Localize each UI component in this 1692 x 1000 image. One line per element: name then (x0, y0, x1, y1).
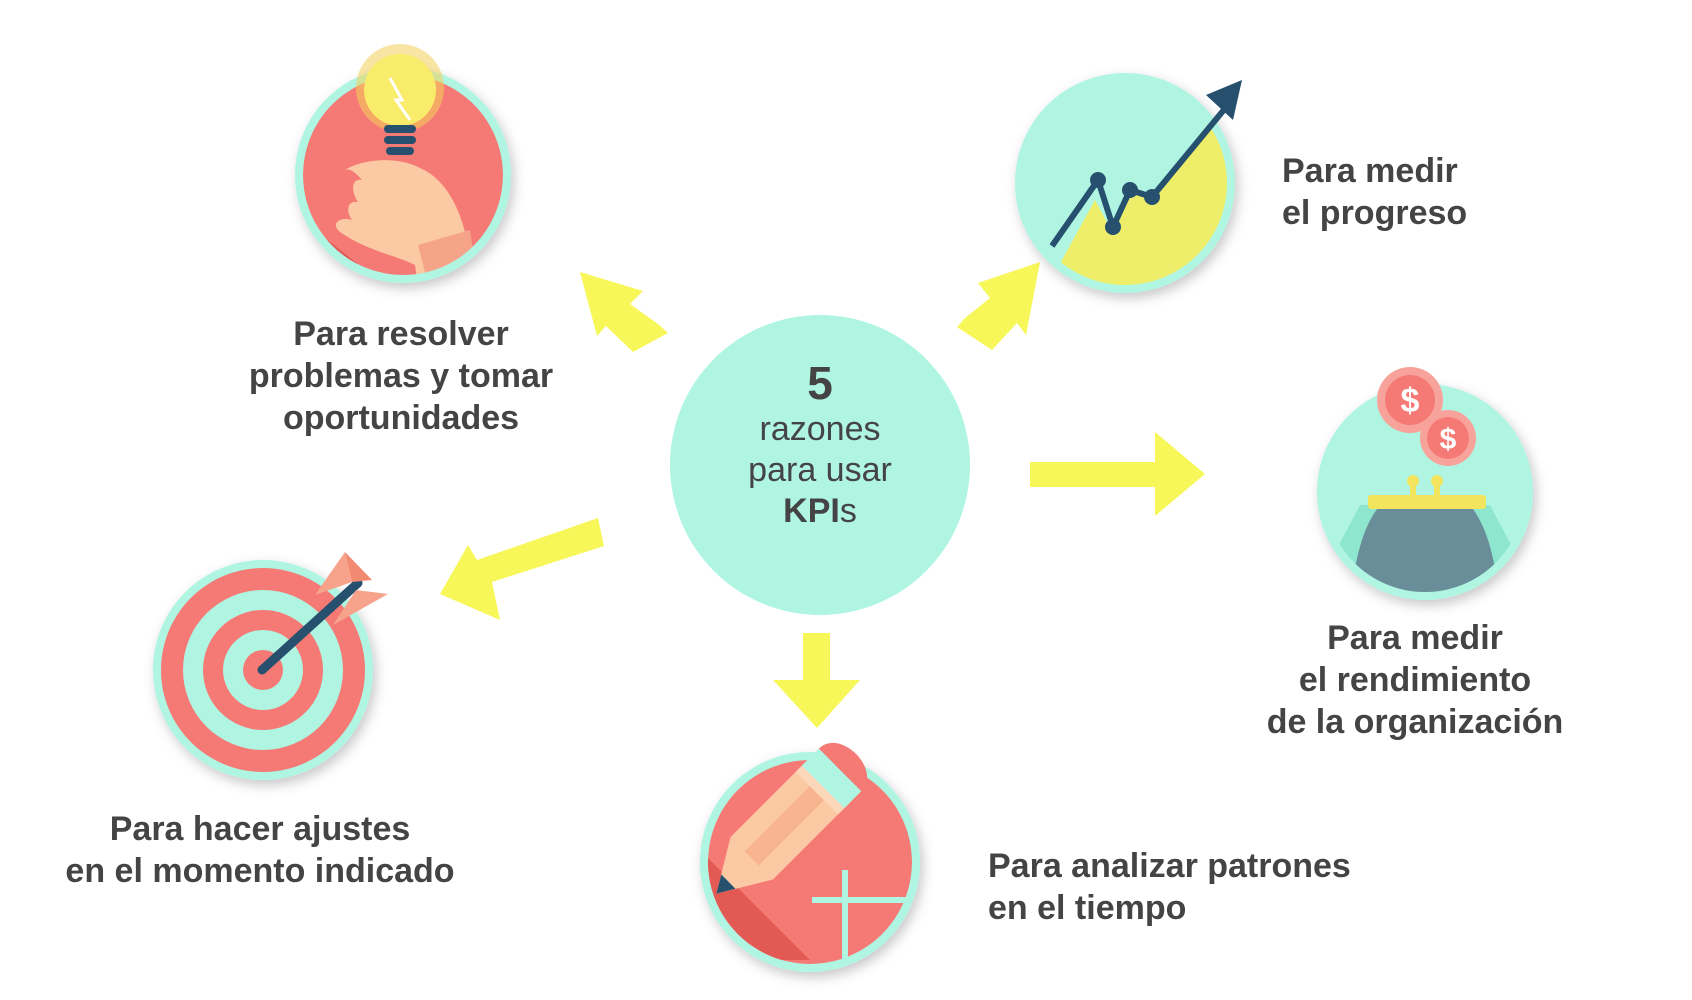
center-line-3: KPIs (670, 491, 970, 532)
center-line-2: para usar (748, 451, 892, 489)
label-problems-line-1: Para resolver (293, 315, 509, 353)
arrow-down (773, 633, 860, 728)
arrow-right (1030, 432, 1205, 516)
label-performance-line-2: el rendimiento (1298, 661, 1532, 699)
label-performance-line-3: de la organización (1266, 703, 1564, 741)
center-kpi: KPI (783, 492, 840, 530)
label-performance: Para medir el rendimiento de la organiza… (1250, 617, 1580, 743)
label-progress: Para medir el progreso (1282, 150, 1467, 234)
label-patterns-line-1: Para analizar patrones (988, 847, 1351, 885)
label-problems-line-2: problemas y tomar (248, 357, 554, 395)
center-line-1: razones (759, 410, 881, 448)
label-progress-line-2: el progreso (1282, 194, 1468, 232)
target-icon (153, 552, 388, 780)
label-problems-line-3: oportunidades (282, 399, 520, 437)
center-kpi-suffix: s (839, 492, 857, 530)
svg-text:$: $ (1440, 423, 1457, 456)
trend-chart-icon (1015, 73, 1242, 293)
wallet-coins-icon: $ $ (1317, 367, 1533, 600)
label-performance-line-1: Para medir (1327, 619, 1503, 657)
label-progress-line-1: Para medir (1282, 152, 1458, 190)
label-adjustments: Para hacer ajustes en el momento indicad… (50, 808, 470, 892)
label-adjustments-line-2: en el momento indicado (65, 852, 455, 890)
svg-text:$: $ (1401, 382, 1420, 420)
arrow-up-left (580, 272, 668, 352)
label-patterns: Para analizar patrones en el tiempo (988, 845, 1351, 929)
center-label: 5 razones para usar KPIs (670, 357, 970, 532)
label-adjustments-line-1: Para hacer ajustes (109, 810, 411, 848)
lightbulb-icon (295, 44, 511, 283)
arrow-up-right (957, 262, 1040, 350)
center-number: 5 (807, 357, 833, 409)
arrow-down-left (440, 518, 604, 620)
center-circle (670, 315, 970, 615)
label-patterns-line-2: en el tiempo (988, 889, 1187, 927)
pencil-icon (700, 742, 920, 972)
label-problems: Para resolver problemas y tomar oportuni… (236, 313, 566, 439)
